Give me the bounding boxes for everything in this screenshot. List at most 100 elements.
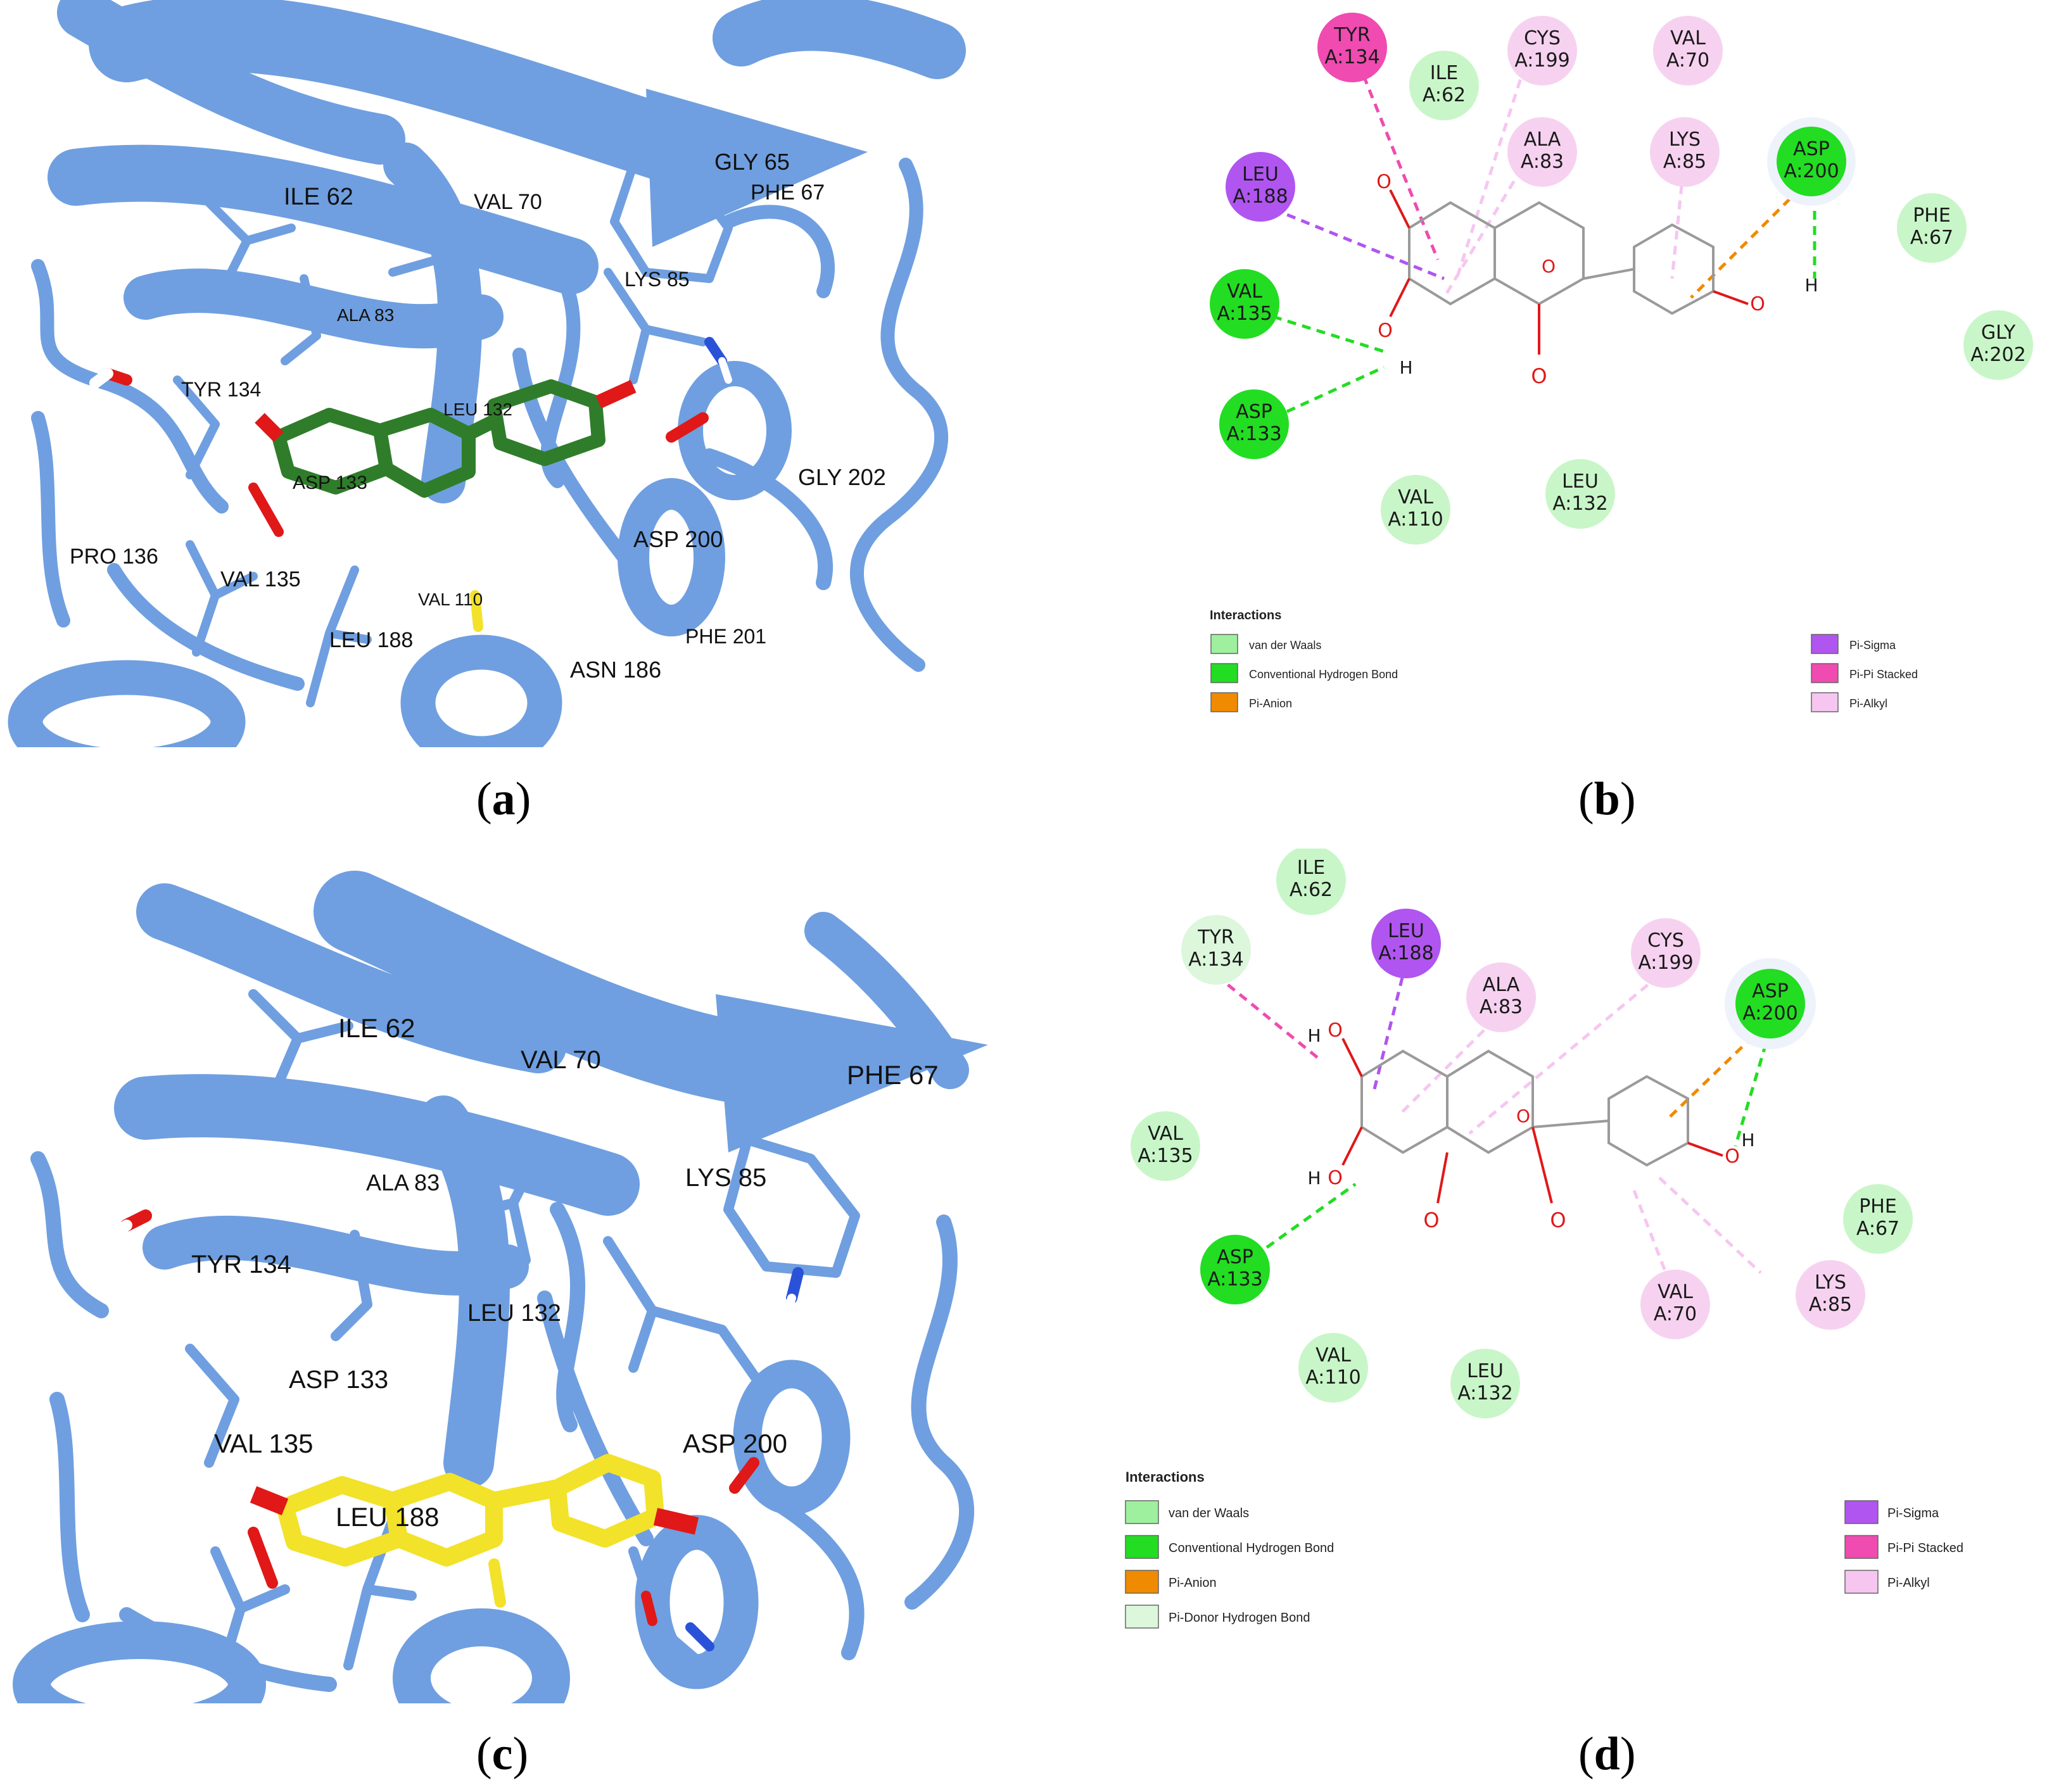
svg-text:CYS: CYS [1524,27,1561,49]
svg-text:Pi-Pi Stacked: Pi-Pi Stacked [1849,668,1918,681]
svg-text:ASP: ASP [1236,401,1272,423]
svg-text:H: H [1307,1168,1321,1189]
svg-text:Interactions: Interactions [1210,609,1281,622]
label-tyr134: TYR 134 [191,1251,291,1278]
label-phe67: PHE 67 [751,180,825,205]
ribbon-structure-a [8,0,966,747]
caption-d: (d) [1578,1728,1636,1780]
svg-text:O: O [1328,1019,1343,1042]
svg-text:ASP: ASP [1217,1246,1253,1268]
residue-labels-a: GLY 65 PHE 67 ILE 62 VAL 70 LYS 85 ALA 8… [70,149,886,683]
panel-c-ribbon-view: ILE 62 VAL 70 PHE 67 ALA 83 LYS 85 TYR 1… [0,855,1013,1703]
svg-text:A:134: A:134 [1324,46,1379,68]
svg-text:A:134: A:134 [1188,949,1243,971]
panel-b-svg: O O H O O O H TYR A:134 ILE A:62 CYS A:1… [1210,13,2033,712]
residue-node-asp200: ASP A:200 [1725,958,1816,1049]
svg-text:O: O [1376,171,1392,193]
panel-a-ribbon-view: GLY 65 PHE 67 ILE 62 VAL 70 LYS 85 ALA 8… [0,0,1013,747]
svg-text:A:85: A:85 [1663,151,1706,173]
label-phe67: PHE 67 [847,1060,939,1090]
svg-text:VAL: VAL [1398,486,1433,508]
legend-d: Interactions van der Waals Conventional … [1125,1469,1963,1629]
svg-text:van der Waals: van der Waals [1169,1506,1249,1520]
svg-text:A:133: A:133 [1207,1268,1262,1290]
svg-text:LEU: LEU [1388,920,1424,942]
svg-text:A:200: A:200 [1784,160,1839,182]
molecule-d [1341,1038,1723,1204]
residue-node-cys199: CYS A:199 [1507,16,1577,85]
caption-c: (c) [476,1728,529,1780]
label-ala83: ALA 83 [337,305,394,325]
svg-text:LYS: LYS [1669,129,1701,151]
svg-text:H: H [1307,1025,1321,1046]
label-asp133: ASP 133 [289,1366,388,1394]
atom-labels-b: O O H O O O H [1376,171,1818,388]
residue-node-lys85: LYS A:85 [1796,1260,1865,1330]
ligand-c [250,1454,699,1567]
label-lys85: LYS 85 [685,1164,766,1192]
residue-node-leu132: LEU A:132 [1545,459,1615,529]
svg-text:O: O [1531,364,1547,388]
svg-text:A:135: A:135 [1138,1145,1193,1167]
panel-c-svg: ILE 62 VAL 70 PHE 67 ALA 83 LYS 85 TYR 1… [0,855,1013,1703]
interaction-lines-d [1215,962,1772,1274]
residue-node-leu188: LEU A:188 [1226,152,1295,222]
label-ile62: ILE 62 [284,184,353,210]
label-leu132: LEU 132 [467,1300,561,1327]
svg-text:O: O [1542,256,1556,277]
svg-text:A:110: A:110 [1305,1366,1360,1389]
svg-text:A:85: A:85 [1809,1294,1852,1316]
svg-text:A:132: A:132 [1457,1382,1512,1404]
caption-b: (b) [1578,773,1636,825]
label-asp133: ASP 133 [293,472,367,493]
svg-text:ALA: ALA [1483,974,1520,996]
svg-text:ASP: ASP [1793,138,1830,160]
label-asp200: ASP 200 [683,1429,787,1458]
svg-text:Pi-Sigma: Pi-Sigma [1887,1506,1939,1520]
svg-text:A:62: A:62 [1290,879,1333,901]
residue-node-val70: VAL A:70 [1653,16,1723,85]
residue-node-val135: VAL A:135 [1131,1111,1200,1181]
svg-text:O: O [1378,320,1393,342]
residue-node-leu132: LEU A:132 [1450,1349,1520,1418]
atom-markers-c [108,1209,804,1651]
label-leu132: LEU 132 [443,400,512,419]
label-asp200: ASP 200 [633,526,723,552]
svg-text:A:110: A:110 [1388,508,1443,531]
svg-text:LEU: LEU [1242,163,1279,186]
label-asn186: ASN 186 [570,657,661,683]
svg-text:A:132: A:132 [1552,493,1607,515]
svg-text:H: H [1399,357,1412,378]
svg-text:CYS: CYS [1647,930,1684,952]
label-tyr134: TYR 134 [181,378,261,401]
label-leu188: LEU 188 [336,1502,439,1532]
panel-d-interaction-diagram: H O H O O O O O H ILE A:62 TYR A:134 LEU… [1064,849,2054,1710]
atom-labels-d: H O H O O O O O H [1307,1019,1754,1232]
svg-text:ALA: ALA [1524,129,1561,151]
label-val70: VAL 70 [521,1046,601,1074]
svg-text:PHE: PHE [1913,205,1951,227]
legend-b: Interactions van der Waals Conventional … [1210,609,1918,712]
label-val70: VAL 70 [474,190,542,214]
svg-text:O: O [1328,1167,1343,1189]
svg-text:VAL: VAL [1315,1344,1351,1366]
residue-labels-c: ILE 62 VAL 70 PHE 67 ALA 83 LYS 85 TYR 1… [191,1013,939,1532]
svg-text:Pi-Anion: Pi-Anion [1169,1576,1217,1590]
svg-text:A:83: A:83 [1521,151,1564,173]
svg-text:A:67: A:67 [1856,1218,1899,1240]
caption-a: (a) [476,773,531,825]
atom-markers-a [89,337,732,632]
residue-node-cys199: CYS A:199 [1631,918,1701,988]
svg-text:VAL: VAL [1148,1123,1183,1145]
panel-b-interaction-diagram: O O H O O O H TYR A:134 ILE A:62 CYS A:1… [1064,0,2054,760]
molecule-b [1389,189,1749,355]
label-gly202: GLY 202 [798,464,886,490]
residue-node-ile62: ILE A:62 [1409,51,1479,120]
label-leu188: LEU 188 [329,628,413,652]
svg-text:O: O [1516,1106,1530,1126]
panel-d-svg: H O H O O O O O H ILE A:62 TYR A:134 LEU… [1125,849,1963,1629]
panel-a-svg: GLY 65 PHE 67 ILE 62 VAL 70 LYS 85 ALA 8… [0,0,1013,747]
residue-node-val110: VAL A:110 [1381,475,1450,545]
residue-node-ile62: ILE A:62 [1276,849,1346,915]
svg-text:A:188: A:188 [1378,942,1433,964]
